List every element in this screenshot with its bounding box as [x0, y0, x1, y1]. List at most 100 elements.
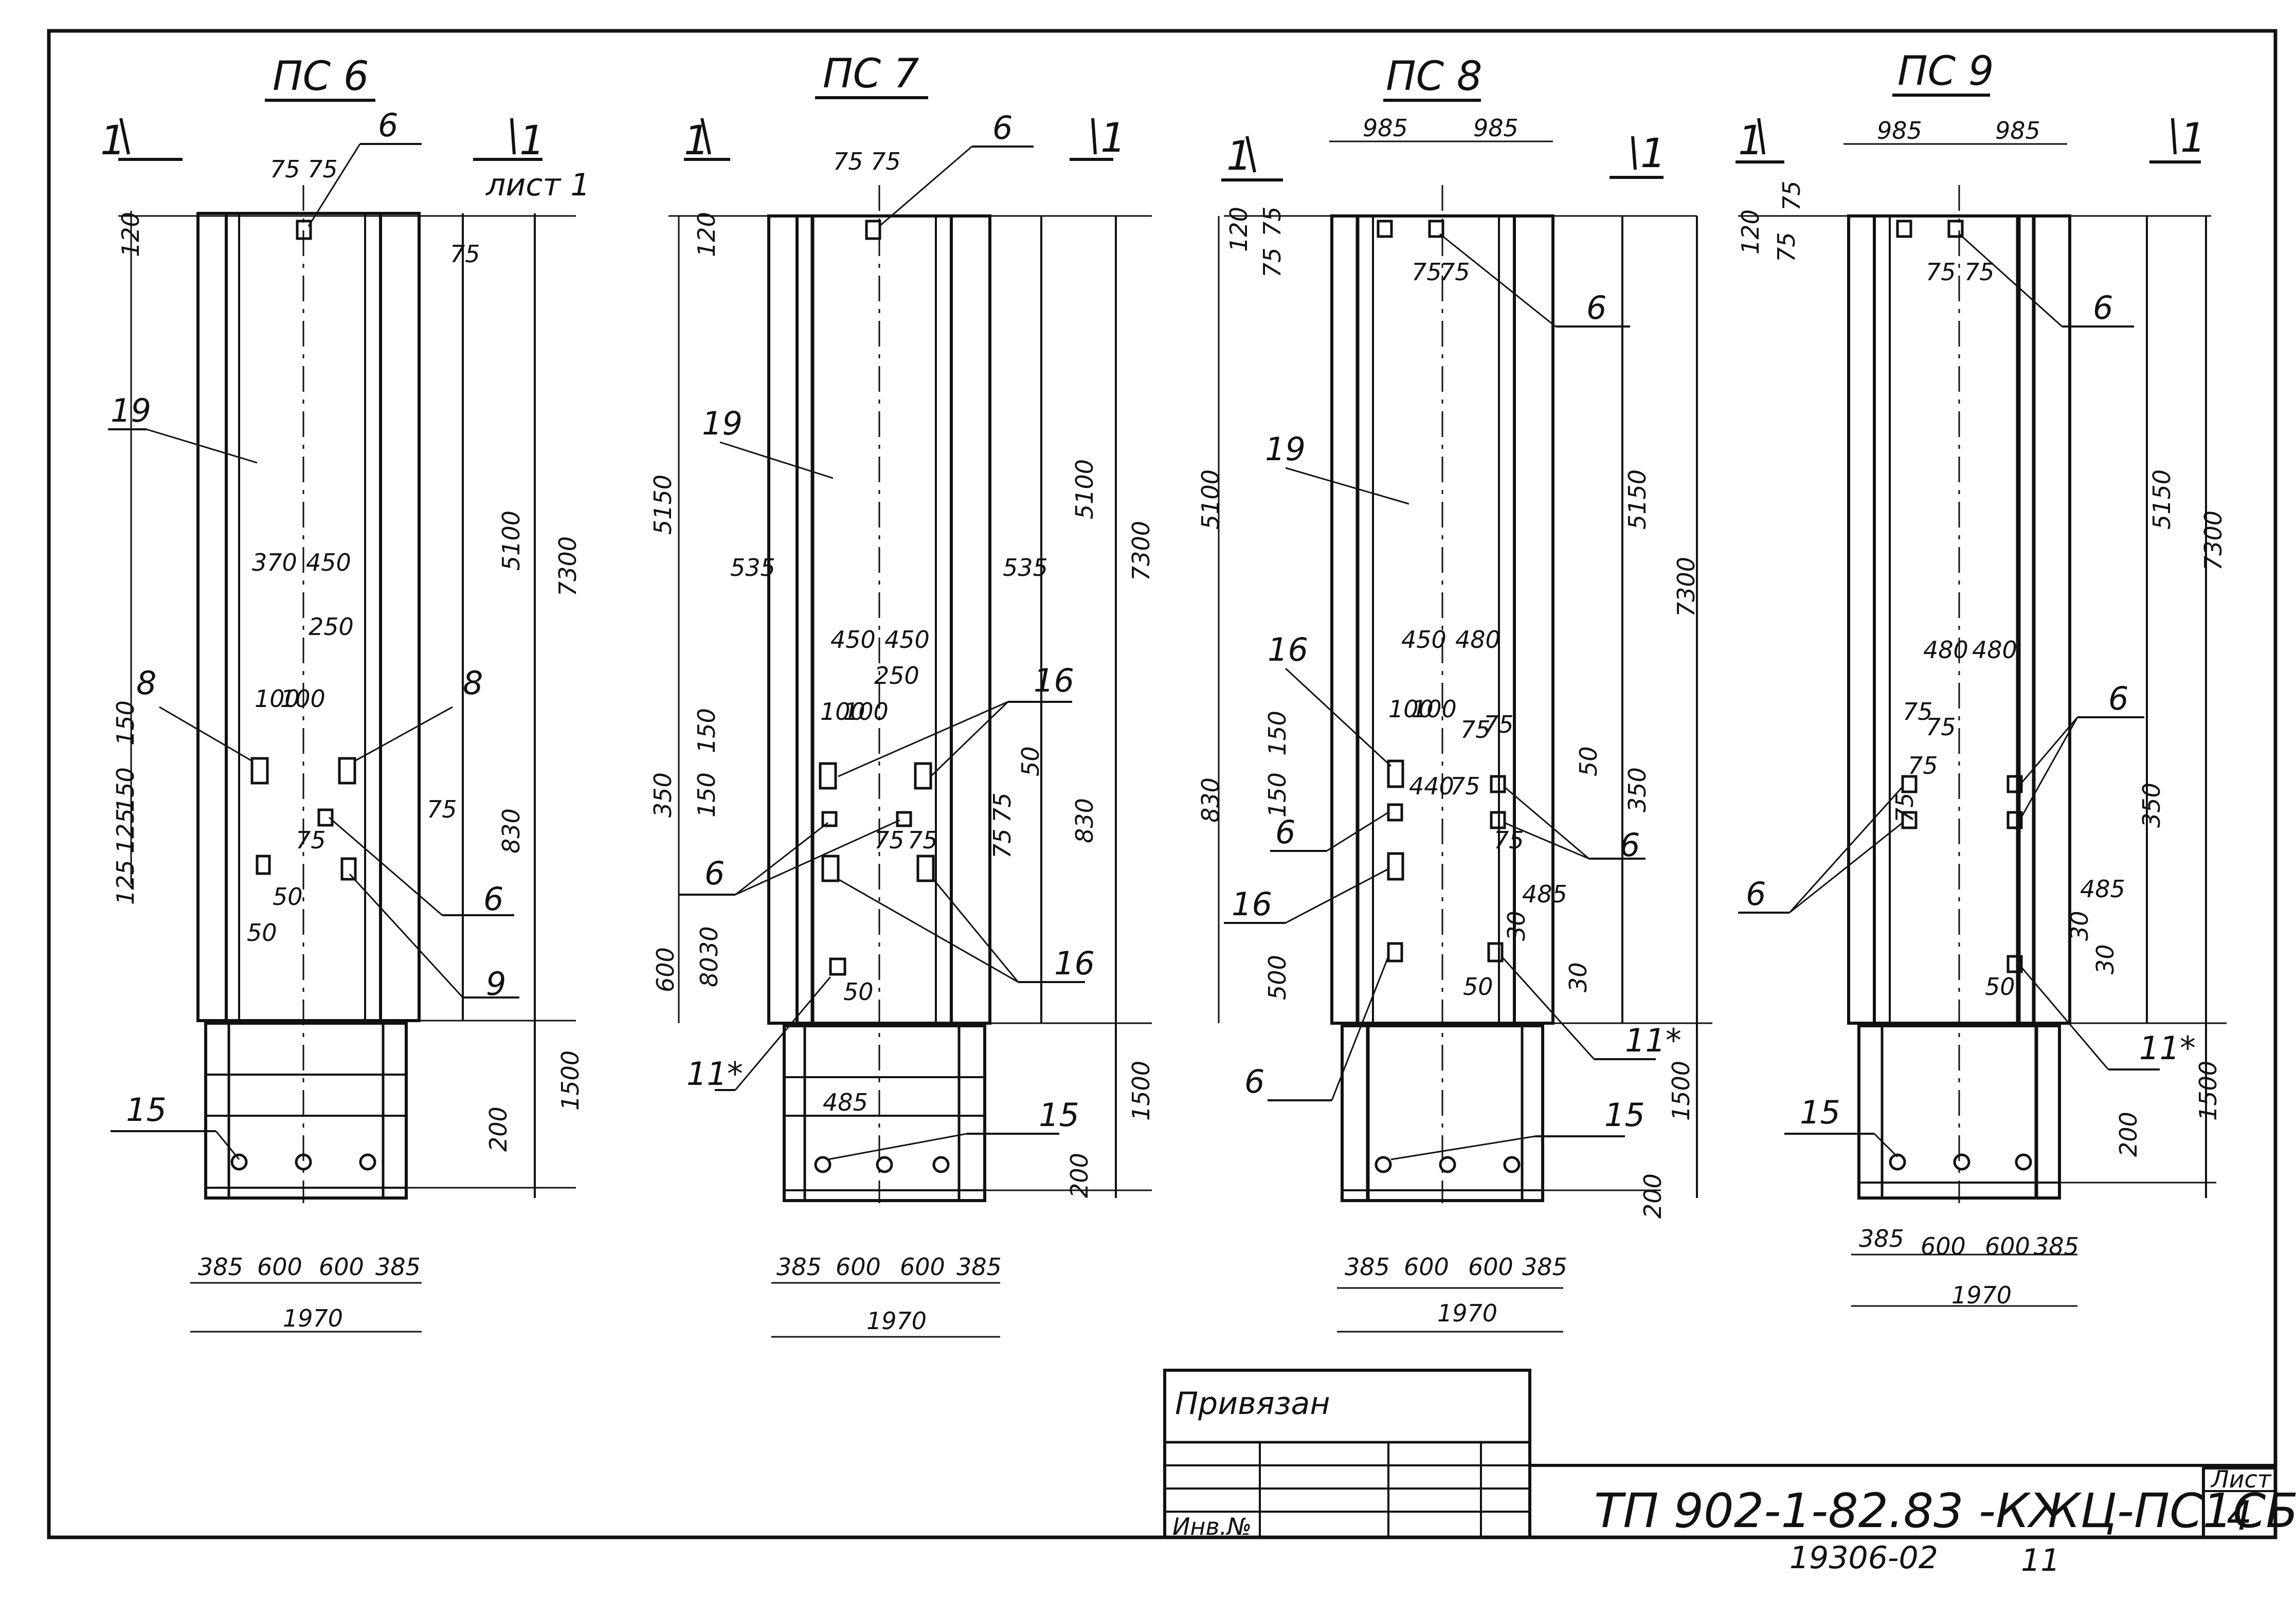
svg-text:350: 350 [649, 772, 677, 818]
svg-text:600: 600 [1985, 1232, 2030, 1260]
svg-text:1: 1 [1100, 115, 1126, 161]
svg-text:450: 450 [1401, 626, 1447, 654]
section-marker-right: 1 лист 1 [473, 118, 590, 203]
svg-text:15: 15 [1604, 1096, 1645, 1134]
svg-text:16: 16 [1232, 885, 1272, 923]
svg-text:6: 6 [483, 880, 503, 918]
svg-text:600: 600 [1921, 1232, 1966, 1260]
svg-text:50: 50 [1575, 746, 1602, 776]
svg-text:7300: 7300 [1127, 521, 1155, 581]
svg-text:385: 385 [776, 1253, 822, 1281]
svg-text:6: 6 [1746, 875, 1766, 913]
svg-text:6: 6 [1620, 826, 1640, 864]
svg-text:100: 100 [255, 685, 300, 713]
svg-text:6: 6 [1244, 1063, 1264, 1100]
svg-text:50: 50 [1463, 973, 1493, 1001]
svg-text:100: 100 [843, 698, 889, 725]
panel-leg [783, 1024, 986, 1202]
svg-text:9: 9 [486, 965, 506, 1003]
svg-text:75: 75 [874, 826, 905, 854]
svg-text:5100: 5100 [1197, 469, 1224, 530]
svg-text:75 75: 75 75 [270, 155, 338, 183]
svg-text:11*: 11* [1625, 1022, 1682, 1059]
svg-text:15: 15 [126, 1091, 167, 1129]
svg-text:6: 6 [2108, 680, 2128, 717]
section-marker-left: 1 [684, 118, 730, 164]
svg-text:16: 16 [1034, 662, 1074, 699]
svg-text:1500: 1500 [1667, 1061, 1695, 1121]
svg-text:75: 75 [1926, 713, 1956, 741]
svg-text:6: 6 [1586, 289, 1606, 326]
svg-text:19: 19 [702, 405, 743, 442]
svg-text:830: 830 [1197, 777, 1224, 823]
svg-text:150: 150 [112, 767, 139, 812]
panel-title: ПС 9 [1897, 48, 1994, 95]
svg-text:75: 75 [908, 826, 938, 854]
svg-text:1500: 1500 [556, 1050, 584, 1111]
svg-text:75: 75 [1412, 258, 1442, 286]
section-marker-right: 1 [1610, 131, 1666, 179]
svg-text:200: 200 [484, 1106, 512, 1152]
svg-text:75: 75 [1773, 232, 1800, 262]
panel-body [196, 212, 421, 1022]
svg-text:75: 75 [988, 828, 1016, 859]
archive-mark: 11 [2021, 1542, 2060, 1578]
svg-text:75: 75 [1903, 698, 1933, 725]
svg-text:75: 75 [1778, 180, 1805, 211]
svg-text:120: 120 [1225, 207, 1253, 252]
svg-text:350: 350 [1623, 767, 1651, 812]
svg-text:100: 100 [820, 698, 865, 725]
svg-text:480: 480 [1972, 636, 2017, 664]
sheet-ref: лист 1 [485, 167, 590, 203]
svg-text:385: 385 [1522, 1253, 1567, 1281]
svg-text:30: 30 [695, 926, 723, 956]
svg-text:600: 600 [1468, 1253, 1513, 1281]
svg-text:600: 600 [319, 1253, 364, 1281]
panel-title: ПС 8 [1386, 53, 1483, 100]
panel-leg [1857, 1024, 2061, 1200]
svg-text:6: 6 [378, 106, 398, 144]
svg-text:830: 830 [497, 808, 525, 854]
svg-text:1500: 1500 [1127, 1061, 1155, 1121]
svg-text:5100: 5100 [1071, 459, 1098, 519]
svg-text:370: 370 [252, 549, 297, 576]
svg-text:6: 6 [2093, 289, 2113, 326]
svg-text:250: 250 [874, 662, 919, 689]
svg-text:75: 75 [988, 792, 1016, 823]
panel-title: ПС 7 [823, 51, 919, 97]
svg-text:600: 600 [1404, 1253, 1449, 1281]
svg-text:385: 385 [1345, 1253, 1390, 1281]
svg-text:75: 75 [1964, 258, 1995, 286]
svg-text:600: 600 [652, 947, 679, 992]
svg-text:385: 385 [2034, 1232, 2079, 1260]
svg-text:1: 1 [2180, 115, 2206, 161]
svg-text:600: 600 [836, 1253, 881, 1281]
svg-text:19: 19 [1265, 430, 1306, 468]
svg-text:75: 75 [1908, 752, 1938, 779]
section-marker-right: 1 [1070, 115, 1126, 161]
svg-text:450: 450 [884, 626, 930, 654]
svg-text:7300: 7300 [2199, 511, 2227, 571]
svg-text:600: 600 [900, 1253, 945, 1281]
svg-text:15: 15 [1039, 1096, 1079, 1134]
svg-text:19: 19 [111, 392, 151, 429]
svg-text:440: 440 [1409, 772, 1454, 800]
svg-text:30: 30 [1503, 911, 1530, 941]
svg-text:1: 1 [519, 118, 545, 164]
svg-text:100: 100 [1388, 695, 1434, 723]
title-block: Привязан Инв.№ ТП 902-1-82.83 -КЖЦ-ПС1СБ… [1163, 1369, 2296, 1578]
svg-text:1970: 1970 [866, 1307, 927, 1335]
panel-leg [204, 1022, 408, 1200]
svg-text:350: 350 [2138, 783, 2165, 828]
svg-text:125: 125 [112, 860, 139, 905]
svg-text:6: 6 [992, 109, 1013, 147]
svg-text:1970: 1970 [1437, 1299, 1497, 1327]
svg-text:5150: 5150 [1623, 469, 1651, 530]
doc-code: ТП 902-1-82.83 -КЖЦ-ПС1СБ [1594, 1483, 2296, 1538]
svg-text:75: 75 [1450, 772, 1480, 800]
svg-text:50: 50 [1985, 973, 2015, 1001]
svg-text:200: 200 [1639, 1173, 1667, 1219]
svg-text:8: 8 [463, 664, 483, 702]
svg-text:75: 75 [450, 240, 480, 268]
svg-text:1970: 1970 [283, 1304, 343, 1332]
